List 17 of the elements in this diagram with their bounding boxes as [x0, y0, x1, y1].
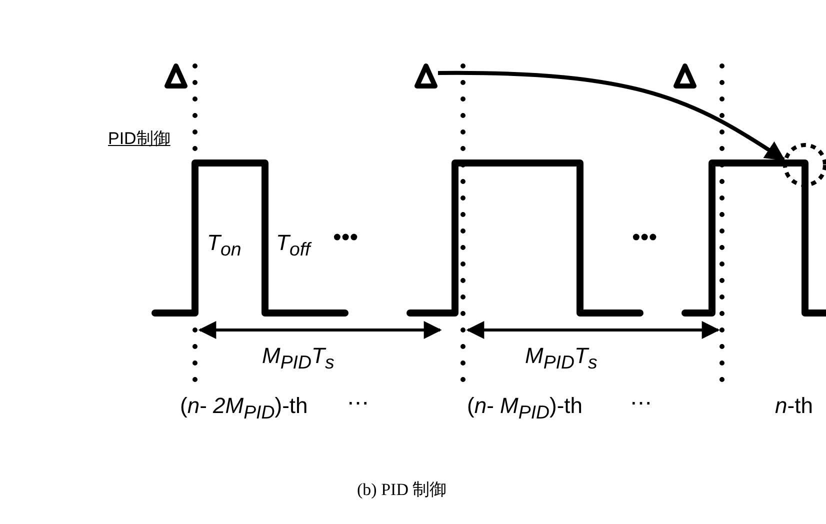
ellipsis-dots: ⋯	[347, 392, 369, 414]
triangle-marker	[414, 63, 438, 89]
sample-label: n-th	[775, 395, 813, 417]
row-label: PID制御	[108, 130, 170, 147]
ellipsis-dots: •••	[632, 226, 658, 250]
time-label: T$_{off}$	[276, 232, 310, 260]
ellipsis-dots: ⋯	[630, 392, 652, 414]
triangle-marker	[164, 63, 188, 89]
sample-label: (n- 2M$_{PID}$)-th	[180, 395, 308, 422]
time-label: T$_{on}$	[207, 232, 242, 260]
ellipsis-dots: •••	[333, 226, 358, 250]
dimension-label: M$_{PID}$T$_{s}$	[525, 345, 598, 372]
arrow	[438, 71, 786, 162]
dimension-label: M$_{PID}$T$_{s}$	[262, 345, 334, 372]
caption: (b) PID 制御	[357, 479, 447, 501]
sample-label: (n- M$_{PID}$)-th	[467, 395, 583, 422]
triangle-marker	[673, 63, 697, 89]
